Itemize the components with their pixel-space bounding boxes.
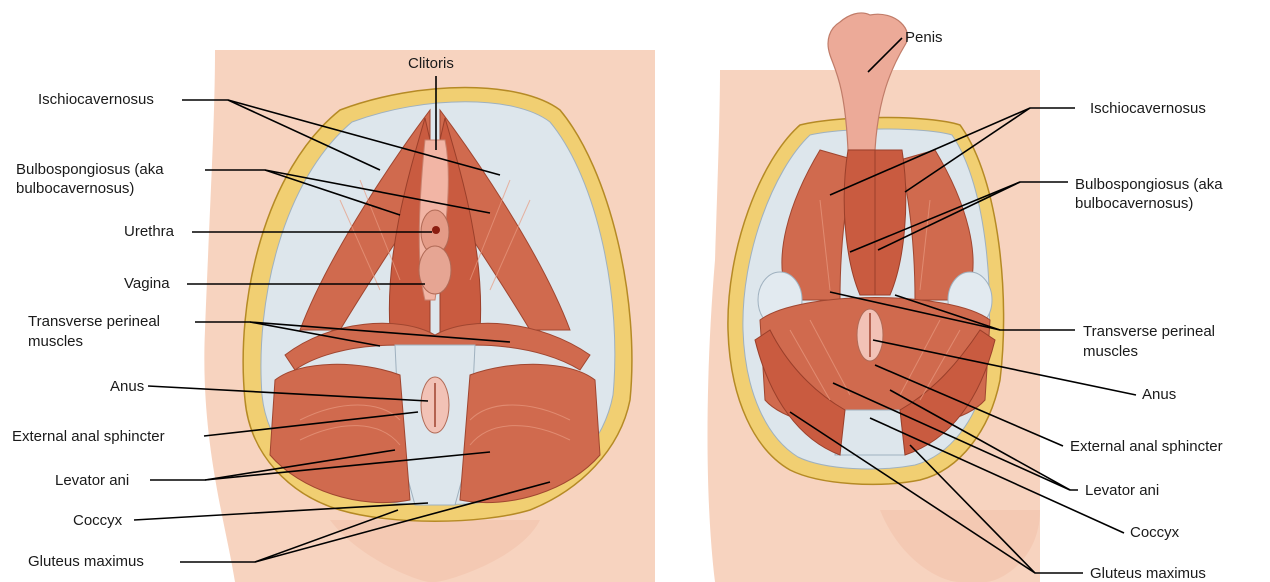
label-coccyx: Coccyx [73,512,123,529]
label-bulbospongiosus-line2: bulbocavernosus) [16,180,134,197]
label-bulbospongiosus-male-line1: Bulbospongiosus (aka [1075,176,1223,193]
female-illustration [204,50,655,582]
label-penis: Penis [905,29,943,46]
label-urethra: Urethra [124,223,175,240]
label-transverse-line1: Transverse perineal [28,313,160,330]
label-gluteus-maximus-male: Gluteus maximus [1090,565,1206,582]
label-transverse-male-line2: muscles [1083,343,1138,360]
label-bulbospongiosus-line1: Bulbospongiosus (aka [16,161,164,178]
label-ischiocavernosus-male: Ischiocavernosus [1090,100,1206,117]
label-gluteus-maximus: Gluteus maximus [28,553,144,570]
label-anus: Anus [110,378,144,395]
label-external-anal-sphincter: External anal sphincter [12,428,165,445]
label-bulbospongiosus-male-line2: bulbocavernosus) [1075,195,1193,212]
label-anus-male: Anus [1142,386,1176,403]
label-transverse-line2: muscles [28,333,83,350]
label-coccyx-male: Coccyx [1130,524,1180,541]
label-levator-ani-male: Levator ani [1085,482,1159,499]
male-illustration [708,13,1041,582]
label-clitoris: Clitoris [408,55,454,72]
label-ischiocavernosus: Ischiocavernosus [38,91,154,108]
label-external-anal-sphincter-male: External anal sphincter [1070,438,1223,455]
label-vagina: Vagina [124,275,170,292]
label-transverse-male-line1: Transverse perineal [1083,323,1215,340]
label-levator-ani: Levator ani [55,472,129,489]
